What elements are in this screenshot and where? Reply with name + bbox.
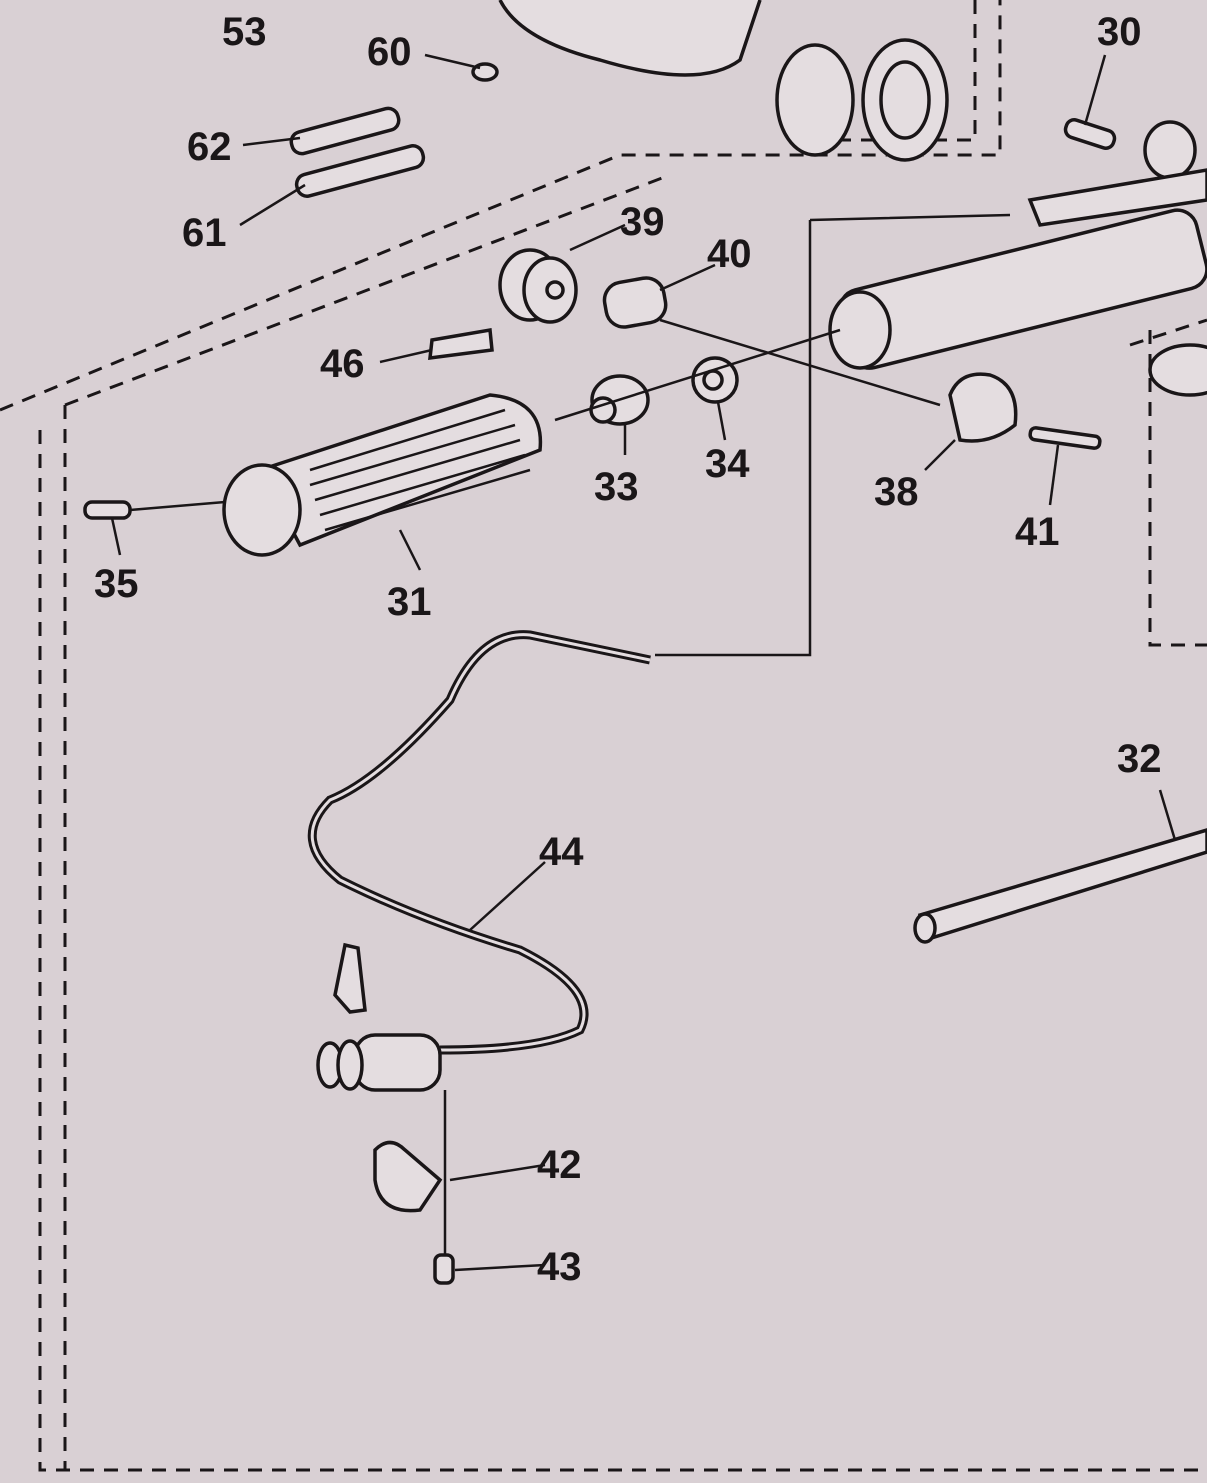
callout-labels: 53 60 62 61 30 39 40 46 33 34 38 41 35 3… bbox=[94, 10, 1162, 1289]
callout-31: 31 bbox=[387, 580, 432, 624]
grip-part-31 bbox=[83, 393, 543, 557]
callout-39: 39 bbox=[620, 200, 665, 244]
rod-part-32 bbox=[913, 828, 1207, 944]
callout-30: 30 bbox=[1097, 10, 1142, 54]
callout-32: 32 bbox=[1117, 737, 1162, 781]
callout-43: 43 bbox=[537, 1245, 582, 1289]
callout-35: 35 bbox=[94, 562, 139, 606]
leader-lines bbox=[110, 53, 1177, 1272]
callout-46: 46 bbox=[320, 342, 365, 386]
cable-part-44 bbox=[307, 630, 651, 1285]
callout-41: 41 bbox=[1015, 510, 1060, 554]
small-parts bbox=[428, 248, 1102, 450]
callout-60: 60 bbox=[367, 30, 412, 74]
callout-62: 62 bbox=[187, 125, 232, 169]
top-assembly bbox=[289, 0, 1207, 397]
callout-33: 33 bbox=[594, 465, 639, 509]
callout-34: 34 bbox=[705, 442, 750, 486]
callout-61: 61 bbox=[182, 211, 227, 255]
callout-42: 42 bbox=[537, 1143, 582, 1187]
callout-53: 53 bbox=[222, 10, 267, 54]
callout-44: 44 bbox=[539, 830, 584, 874]
callout-40: 40 bbox=[707, 232, 752, 276]
callout-38: 38 bbox=[874, 470, 919, 514]
